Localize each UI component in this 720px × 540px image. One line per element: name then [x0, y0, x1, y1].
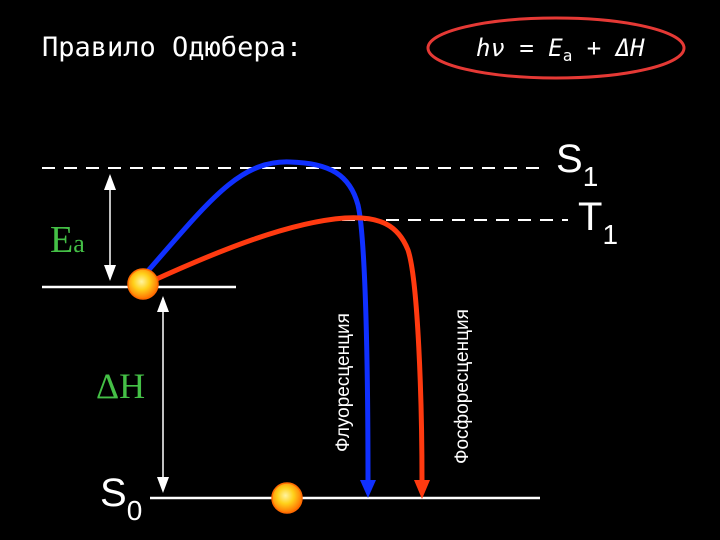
formula-highlight-ellipse	[426, 16, 686, 80]
ea-subscript: a	[73, 229, 85, 258]
s1-subscript: 1	[583, 161, 599, 192]
formula: hν = Ea + ΔH	[476, 34, 645, 65]
ea-label: Ea	[50, 219, 85, 261]
formula-nu: ν	[490, 34, 504, 62]
phosphorescence-label: Фосфоресценция	[452, 309, 473, 464]
page-title: Правило Одюбера:	[42, 32, 302, 63]
s1-label: S1	[556, 137, 598, 192]
s0-label: S0	[100, 471, 142, 526]
t1-subscript: 1	[602, 219, 618, 250]
t1-label: T1	[578, 195, 618, 250]
ea-arrow-bottom-head	[104, 265, 116, 281]
phosphorescence-arrow-head	[414, 480, 430, 499]
fluorescence-arrow-head	[360, 480, 376, 498]
ea-main: E	[50, 219, 73, 261]
formula-plus: +	[572, 34, 615, 62]
delta-h-label: ΔH	[96, 366, 145, 406]
phosphorescence-curve	[147, 215, 425, 485]
s0-main: S	[100, 471, 127, 515]
fluorescence-curve	[144, 159, 371, 485]
formula-e: E	[548, 34, 563, 62]
delta-h-arrow-top-head	[157, 296, 169, 312]
s0-subscript: 0	[127, 495, 143, 526]
delta-h-arrow-bottom-head	[157, 477, 169, 493]
ground-molecule-ball	[271, 482, 303, 514]
fluorescence-label: Флуоресценция	[333, 313, 354, 452]
s1-main: S	[556, 137, 583, 181]
excited-molecule-ball	[127, 268, 159, 300]
formula-e-subscript: a	[563, 46, 573, 65]
t1-main: T	[578, 195, 602, 239]
ea-arrow-top-head	[104, 174, 116, 190]
formula-equals: =	[505, 34, 548, 62]
formula-delta-h: ΔH	[614, 34, 645, 62]
formula-h: h	[476, 34, 490, 62]
